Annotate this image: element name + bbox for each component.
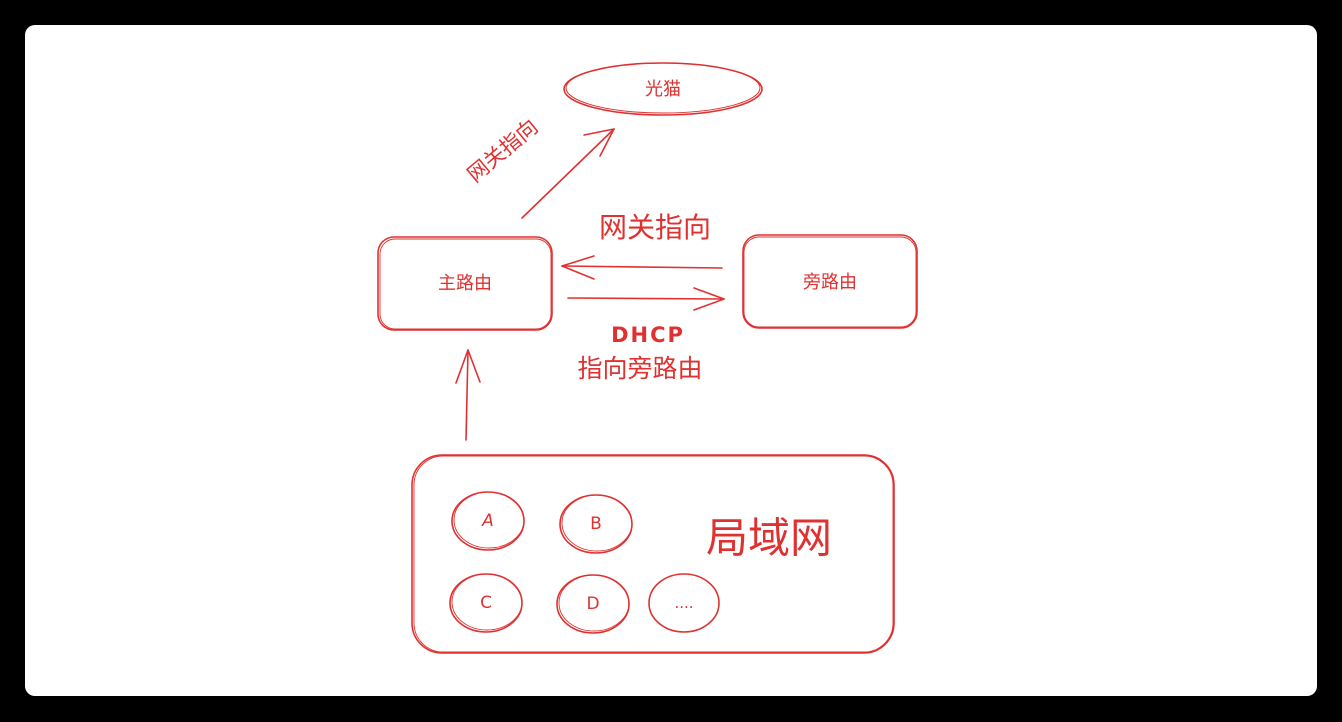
lan-node-shape[interactable] [411, 454, 895, 654]
main-router-node-shape[interactable] [377, 236, 553, 331]
edge-main-to-modem [521, 128, 615, 219]
device-c-label: C [480, 593, 492, 613]
device-b-label: B [590, 514, 602, 534]
device-d-shape[interactable] [556, 574, 630, 634]
edge-lan-to-main [455, 349, 481, 441]
edge-label-dhcp-target: 指向旁路由 [577, 354, 703, 383]
device-a-shape[interactable] [451, 491, 525, 551]
main-router-label: 主路由 [438, 273, 492, 294]
modem-node-shape[interactable] [563, 62, 763, 116]
device-more-label: .... [674, 594, 694, 612]
modem-label: 光猫 [645, 79, 681, 100]
side-router-label: 旁路由 [803, 272, 857, 293]
edge-label-side-to-main: 网关指向 [598, 211, 712, 244]
edge-main-to-side [567, 287, 725, 311]
device-a-label: A [482, 511, 494, 531]
device-d-label: D [586, 594, 600, 614]
device-c-shape[interactable] [449, 573, 523, 633]
device-b-shape[interactable] [559, 494, 633, 554]
device-more-shape[interactable] [648, 573, 720, 633]
side-router-node-shape[interactable] [742, 234, 918, 329]
lan-label: 局域网 [705, 513, 833, 563]
edge-label-dhcp: DHCP [611, 323, 685, 347]
edge-side-to-main [561, 255, 723, 280]
diagram-canvas [25, 25, 1317, 696]
